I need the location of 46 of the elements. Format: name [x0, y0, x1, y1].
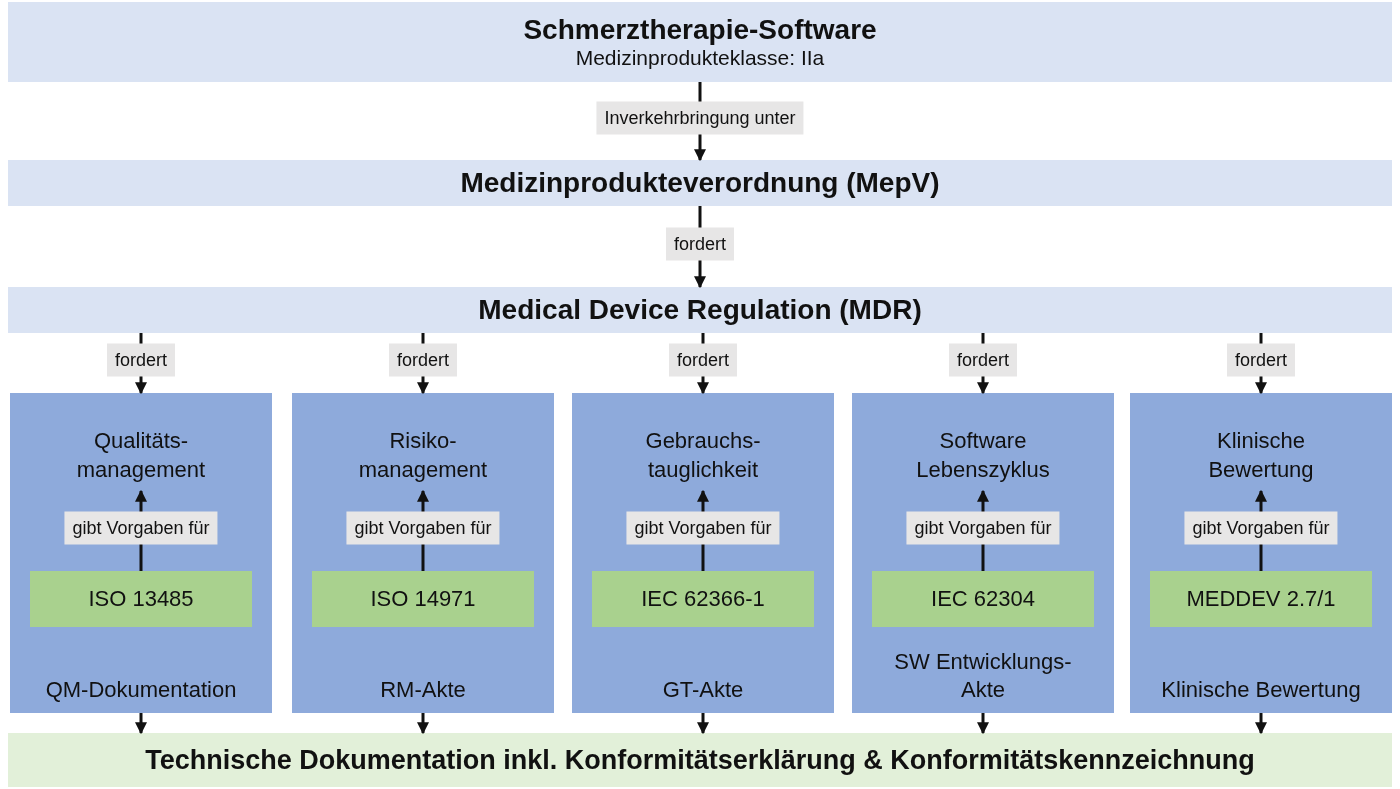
requirement-panel: [1130, 393, 1392, 713]
edge-label: fordert: [669, 343, 737, 377]
edge-label: gibt Vorgaben für: [1184, 511, 1338, 545]
requirement-panel: [572, 393, 834, 713]
edge-label: gibt Vorgaben für: [346, 511, 500, 545]
arrow: [417, 713, 429, 735]
requirement-panel: [10, 393, 272, 713]
edge-label: fordert: [389, 343, 457, 377]
result-band: [8, 733, 1392, 787]
subtitle-text: Medizinprodukteklasse: IIa: [575, 46, 825, 70]
standard-box: ISO 13485: [30, 571, 252, 627]
panel-caption: SW Entwicklungs-Akte: [893, 647, 1073, 705]
requirement-panel: [852, 393, 1114, 713]
title-band: [8, 2, 1392, 82]
arrow: [1255, 713, 1267, 735]
standard-box: IEC 62304: [872, 571, 1094, 627]
title-text: Schmerztherapie-Software: [523, 14, 877, 46]
edge-label: fordert: [949, 343, 1017, 377]
regulation-band: [8, 160, 1392, 206]
arrow: [135, 713, 147, 735]
standard-box: MEDDEV 2.7/1: [1150, 571, 1372, 627]
regulation-band: [8, 287, 1392, 333]
standard-box: ISO 14971: [312, 571, 534, 627]
edge-label: gibt Vorgaben für: [64, 511, 218, 545]
arrow: [977, 713, 989, 735]
edge-label: gibt Vorgaben für: [906, 511, 1060, 545]
requirement-heading: Software Lebenszyklus: [898, 421, 1068, 491]
panel-caption: Klinische Bewertung: [1160, 676, 1362, 705]
edge-label: Inverkehrbringung unter: [596, 101, 804, 135]
panel-caption: RM-Akte: [379, 676, 467, 705]
requirement-heading: Risiko-management: [338, 421, 508, 491]
edge-label: gibt Vorgaben für: [626, 511, 780, 545]
panel-caption: GT-Akte: [661, 676, 745, 705]
standard-box: IEC 62366-1: [592, 571, 814, 627]
edge-label: fordert: [1227, 343, 1295, 377]
requirement-heading: Klinische Bewertung: [1176, 421, 1346, 491]
requirement-heading: Qualitäts-management: [56, 421, 226, 491]
edge-label: fordert: [666, 227, 734, 260]
edge-label: fordert: [107, 343, 175, 377]
arrow: [697, 713, 709, 735]
band-text: Medical Device Regulation (MDR): [478, 294, 922, 326]
requirement-panel: [292, 393, 554, 713]
band-text: Technische Dokumentation inkl. Konformitätserklärung & Konformitätskennzeichnung: [145, 744, 1255, 776]
panel-caption: QM-Dokumentation: [44, 676, 238, 705]
band-text: Medizinprodukteverordnung (MepV): [460, 167, 940, 199]
requirement-heading: Gebrauchs-tauglichkeit: [618, 421, 788, 491]
